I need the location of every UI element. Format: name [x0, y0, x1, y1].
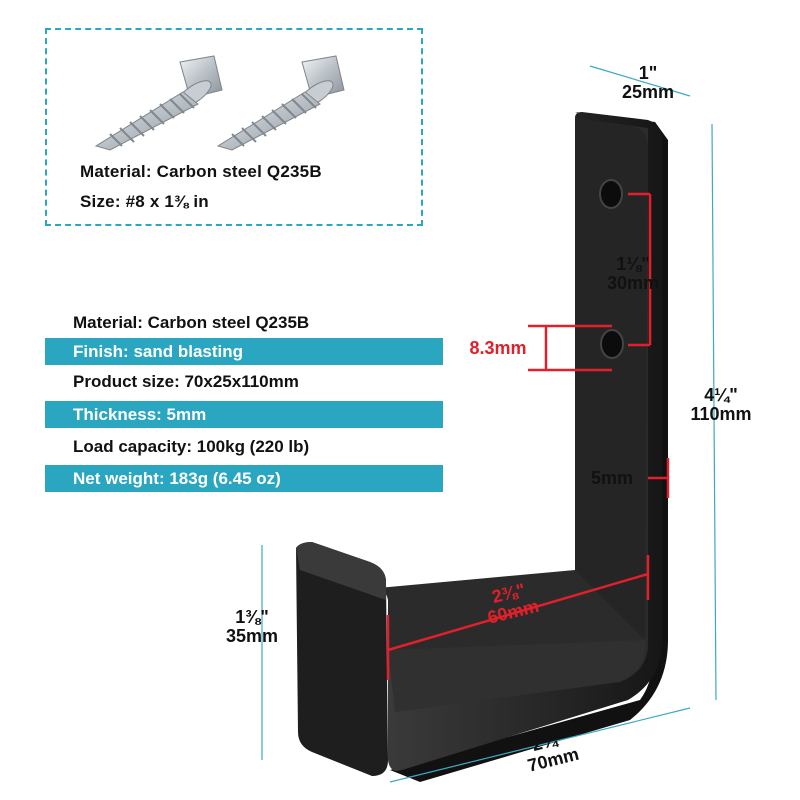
red-dimension-lines — [386, 192, 670, 680]
screw-material-label: Material: Carbon steel Q235B — [80, 162, 322, 181]
dim-top-width-mm: 25mm — [621, 82, 675, 102]
dim-height: 4¼" 110mm — [676, 386, 766, 424]
dim-lip-height-inch: 1⅜" — [235, 607, 269, 627]
dim-top-width-inch: 1" — [638, 63, 658, 83]
dim-height-inch: 4¼" — [704, 385, 738, 405]
screw-info-box — [45, 28, 423, 226]
dim-height-mm: 110mm — [690, 404, 752, 424]
spec-product-size: Product size: 70x25x110mm — [45, 368, 443, 395]
screw-1-icon — [94, 55, 223, 151]
spec-material: Material: Carbon steel Q235B — [45, 309, 443, 336]
dim-thickness: 5mm — [582, 469, 642, 488]
dim-lip-height-mm: 35mm — [225, 626, 279, 646]
dim-lip-height: 1⅜" 35mm — [212, 608, 292, 646]
hook-bracket-icon — [296, 112, 668, 782]
spec-thickness: Thickness: 5mm — [45, 401, 443, 428]
screw-2-icon — [216, 55, 345, 151]
dim-thickness-mm: 5mm — [590, 468, 634, 488]
dim-hole-diameter-mm: 8.3mm — [469, 338, 527, 358]
screw-size-label: Size: #8 x 1⅜ in — [80, 192, 209, 211]
dim-hole-spacing-inch: 1⅛" — [616, 254, 650, 274]
spec-load-capacity: Load capacity: 100kg (220 lb) — [45, 433, 443, 460]
spec-finish: Finish: sand blasting — [45, 338, 443, 365]
dim-top-width: 1" 25mm — [608, 64, 688, 102]
dim-hole-diameter: 8.3mm — [458, 339, 538, 358]
dim-hole-spacing-mm: 30mm — [606, 273, 660, 293]
dimension-lines — [261, 65, 717, 783]
dim-hole-spacing: 1⅛" 30mm — [593, 255, 673, 293]
spec-net-weight: Net weight: 183g (6.45 oz) — [45, 465, 443, 492]
